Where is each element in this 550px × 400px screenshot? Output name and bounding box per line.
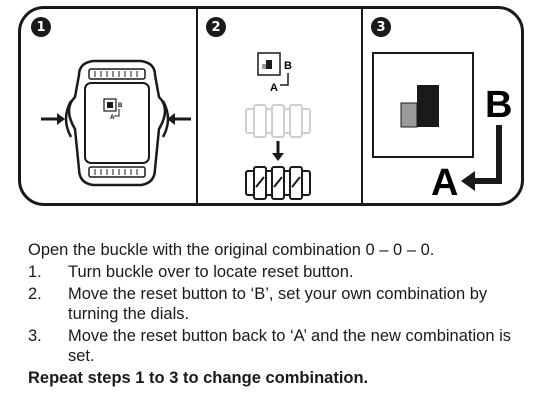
repeat-note: Repeat steps 1 to 3 to change combinatio… [28, 369, 369, 387]
illustration-panels: 1 B A [18, 6, 524, 206]
step-number: 1. [28, 263, 42, 281]
buckle-back-illustration: B A [41, 59, 191, 187]
reset-switch-closeup: B A [372, 52, 512, 204]
dials-after [245, 166, 311, 200]
step-number: 3. [28, 327, 42, 345]
switch-direction-arrow-icon [461, 125, 502, 191]
switch-label-b: B [485, 84, 512, 126]
switch-knob [417, 85, 439, 127]
list-item: 2. Move the reset button to ‘B’, set you… [28, 284, 538, 324]
intro-text: Open the buckle with the original combin… [28, 241, 435, 259]
switch-label-a: A [431, 162, 458, 204]
panel-step-1: 1 B A [21, 9, 198, 203]
switch-label-a: A [270, 82, 278, 94]
step-text: Turn buckle over to locate reset button. [68, 263, 354, 281]
switch-label-b: B [284, 60, 292, 72]
step-text: Move the reset button to ‘B’, set your o… [68, 285, 488, 323]
down-arrow-icon [272, 141, 284, 161]
dial-setting-illustration: B A [245, 52, 311, 200]
step-number: 2. [28, 285, 42, 303]
step-text: Move the reset button back to ‘A’ and th… [68, 327, 512, 365]
steps-list: 1. Turn buckle over to locate reset butt… [28, 262, 538, 366]
step-number-badge: 3 [371, 17, 391, 37]
list-item: 3. Move the reset button back to ‘A’ and… [28, 326, 538, 366]
switch-label-a: A [110, 115, 115, 121]
switch-slot-a [400, 102, 418, 128]
panel-step-2: 2 B A [196, 9, 363, 203]
panel-step-3: 3 B A [361, 9, 521, 203]
step-number-badge: 2 [206, 17, 226, 37]
list-item: 1. Turn buckle over to locate reset butt… [28, 262, 538, 282]
back-plate [84, 82, 150, 164]
dials-before [245, 104, 311, 138]
instructions: Open the buckle with the original combin… [28, 240, 538, 388]
press-arrow-left-icon [41, 113, 65, 125]
switch-label-b: B [118, 103, 123, 109]
step-number-badge: 1 [31, 17, 51, 37]
press-arrow-right-icon [167, 113, 191, 125]
